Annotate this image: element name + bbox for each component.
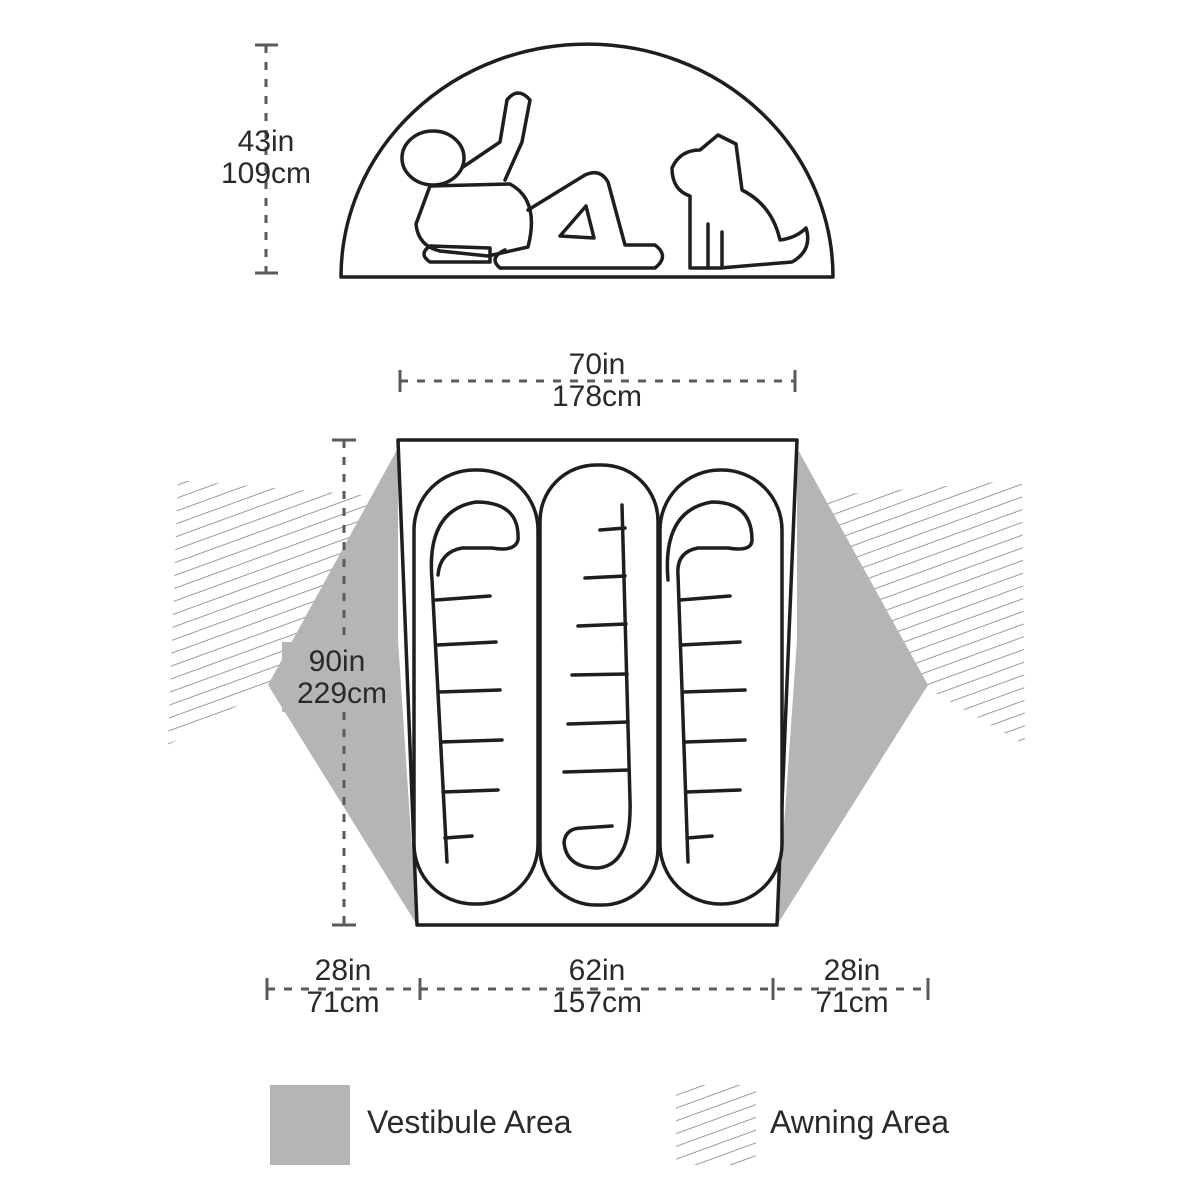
length-label-backdrop xyxy=(282,642,398,712)
bottom-dimension-line xyxy=(265,978,930,1000)
sleeping-bag-left xyxy=(412,468,540,906)
vestibule-right-cm-label: 71cm xyxy=(815,986,888,1019)
sleeping-bag-center xyxy=(538,463,660,907)
tent-dome-outline xyxy=(339,42,835,279)
length-cm-label: 229cm xyxy=(297,677,387,710)
vestibule-legend-label: Vestibule Area xyxy=(367,1104,572,1140)
vestibule-right-in-label: 28in xyxy=(824,954,881,987)
legend: Vestibule Area Awning Area xyxy=(270,1085,949,1165)
vestibule-left-in-label: 28in xyxy=(315,954,372,987)
width-dimension-line xyxy=(398,370,797,392)
floor-bottom-in-label: 62in xyxy=(569,954,626,987)
height-dimension-line xyxy=(255,43,278,275)
awning-legend-label: Awning Area xyxy=(770,1104,949,1140)
height-cm-label: 109cm xyxy=(221,157,311,190)
dog-icon xyxy=(670,133,810,270)
side-view: 43in 109cm xyxy=(221,42,835,279)
height-in-label: 43in xyxy=(238,125,295,158)
vestibule-left-cm-label: 71cm xyxy=(306,986,379,1019)
sleeping-bag-right xyxy=(658,468,784,906)
floor-bottom-cm-label: 157cm xyxy=(552,986,642,1019)
awning-area-right xyxy=(797,480,1025,745)
awning-swatch xyxy=(676,1085,756,1165)
awning-area-left xyxy=(168,480,398,745)
vestibule-swatch xyxy=(270,1085,350,1165)
vestibule-area-right xyxy=(777,448,928,925)
width-top-cm-label: 178cm xyxy=(552,380,642,413)
tent-floor-outline xyxy=(396,438,799,927)
length-in-label: 90in xyxy=(309,645,366,678)
person-icon xyxy=(400,91,665,270)
width-top-in-label: 70in xyxy=(569,348,626,381)
floor-plan: 70in 178cm xyxy=(168,348,1025,1019)
